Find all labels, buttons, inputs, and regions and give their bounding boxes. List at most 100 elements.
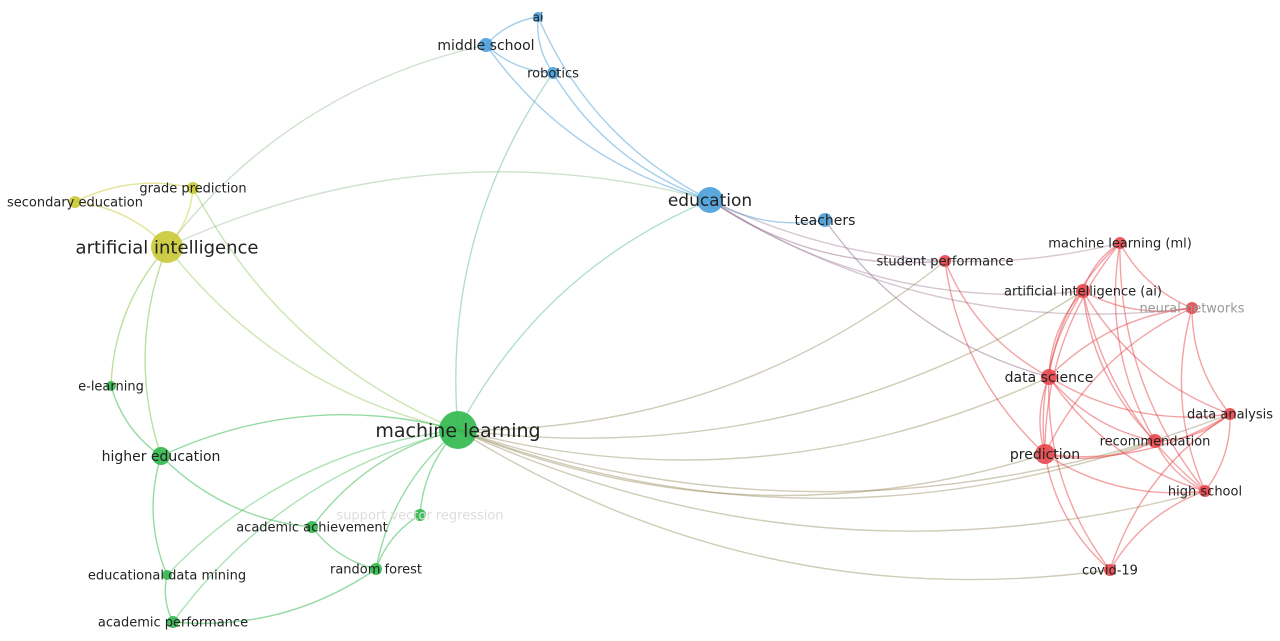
nodes — [69, 12, 1236, 628]
node-label-machine-learning[interactable]: machine learning — [375, 420, 540, 442]
node-label-data-science[interactable]: data science — [1005, 370, 1094, 386]
node-label-robotics[interactable]: robotics — [527, 67, 579, 82]
node-recommendation[interactable] — [1148, 434, 1162, 448]
node-label-academic-achievement[interactable]: academic achievement — [236, 521, 388, 536]
link-data-analysis-covid-19 — [1109, 413, 1231, 571]
link-artificial-intelligence-ai--recommendation — [1082, 290, 1156, 442]
node-label-artificial-intelligence[interactable]: artificial intelligence — [76, 237, 259, 258]
node-label-higher-education[interactable]: higher education — [102, 449, 221, 465]
node-label-educational-data-mining[interactable]: educational data mining — [88, 569, 246, 584]
link-artificial-intelligence-ai--high-school — [1082, 290, 1206, 492]
link-robotics-education — [552, 72, 711, 201]
link-prediction-high-school — [1044, 453, 1206, 494]
node-label-high-school[interactable]: high school — [1168, 485, 1242, 500]
link-prediction-recommendation — [1044, 440, 1156, 460]
link-data-science-recommendation — [1048, 376, 1156, 442]
node-label-grade-prediction[interactable]: grade prediction — [139, 182, 246, 197]
link-machine-learning-ml--prediction — [1044, 242, 1121, 455]
link-neural-networks-prediction — [1044, 307, 1193, 455]
node-label-random-forest[interactable]: random forest — [330, 563, 422, 578]
node-label-artificial-intelligence-ai-[interactable]: artificial intelligence (ai) — [1004, 285, 1162, 300]
node-e-learning[interactable] — [106, 381, 116, 391]
link-data-science-data-analysis — [1048, 376, 1231, 418]
link-high-school-data-analysis — [1204, 413, 1231, 492]
node-academic-performance[interactable] — [167, 616, 179, 628]
link-machine-learning-educational-data-mining — [166, 429, 459, 576]
node-random-forest[interactable] — [370, 563, 382, 575]
link-academic-achievement-random-forest — [311, 526, 377, 570]
node-machine-learning[interactable] — [439, 411, 477, 449]
node-label-machine-learning-ml-[interactable]: machine learning (ml) — [1048, 237, 1192, 252]
link-grade-prediction-secondary-education — [74, 182, 194, 203]
node-machine-learning-ml-[interactable] — [1114, 237, 1126, 249]
node-prediction[interactable] — [1035, 444, 1055, 464]
link-higher-education-academic-achievement — [160, 455, 313, 528]
link-grade-prediction-machine-learning — [192, 187, 459, 431]
node-label-prediction[interactable]: prediction — [1010, 447, 1080, 463]
link-artificial-intelligence-e-learning — [110, 246, 168, 387]
link-education-teachers — [709, 199, 826, 224]
link-machine-learning-prediction — [457, 429, 1046, 497]
link-machine-learning-ml--data-science — [1048, 242, 1121, 378]
link-artificial-intelligence-machine-learning — [166, 246, 459, 431]
node-student-performance[interactable] — [939, 255, 951, 267]
node-label-recommendation[interactable]: recommendation — [1100, 435, 1211, 450]
node-middle-school[interactable] — [479, 38, 493, 52]
link-neural-networks-data-science — [1048, 307, 1193, 378]
node-teachers[interactable] — [818, 213, 832, 227]
node-label-neural-networks[interactable]: neural networks — [1139, 302, 1244, 317]
link-machine-learning-high-school — [457, 429, 1206, 532]
link-education-student-performance — [709, 199, 946, 264]
link-machine-learning-data-science — [457, 376, 1050, 461]
node-data-science[interactable] — [1041, 369, 1057, 385]
link-machine-learning-academic-performance — [172, 429, 459, 623]
node-education[interactable] — [697, 187, 723, 213]
node-label-teachers[interactable]: teachers — [795, 213, 856, 229]
node-label-e-learning[interactable]: e-learning — [78, 380, 144, 395]
link-artificial-intelligence-higher-education — [144, 246, 168, 457]
link-neural-networks-data-analysis — [1191, 307, 1231, 415]
node-artificial-intelligence-ai-[interactable] — [1076, 284, 1090, 298]
node-label-covid-19[interactable]: covid-19 — [1082, 564, 1138, 579]
link-academic-performance-random-forest — [172, 568, 377, 625]
link-prediction-data-analysis — [1044, 413, 1231, 458]
link-machine-learning-covid-19 — [457, 429, 1111, 581]
node-label-middle-school[interactable]: middle school — [437, 38, 534, 54]
link-teachers-data-science — [824, 219, 1050, 378]
node-label-data-analysis[interactable]: data analysis — [1187, 408, 1273, 423]
node-label-ai[interactable]: ai — [533, 10, 544, 24]
node-grade-prediction[interactable] — [187, 182, 199, 194]
node-higher-education[interactable] — [152, 447, 170, 465]
node-academic-achievement[interactable] — [306, 521, 318, 533]
link-education-machine-learning — [457, 199, 711, 431]
node-label-student-performance[interactable]: student performance — [876, 255, 1013, 270]
node-educational-data-mining[interactable] — [162, 570, 172, 580]
node-support-vector-regression[interactable] — [414, 509, 426, 521]
link-machine-learning-academic-achievement — [311, 429, 459, 528]
node-label-support-vector-regression[interactable]: support vector regression — [336, 509, 503, 524]
node-label-education[interactable]: education — [668, 191, 752, 211]
link-middle-school-education — [485, 44, 711, 201]
link-e-learning-higher-education — [110, 385, 162, 457]
link-support-vector-regression-random-forest — [375, 514, 421, 570]
link-machine-learning-ml--high-school — [1119, 242, 1206, 492]
node-label-secondary-education[interactable]: secondary education — [7, 196, 143, 211]
node-secondary-education[interactable] — [69, 196, 81, 208]
link-machine-learning-higher-education — [160, 414, 459, 457]
node-robotics[interactable] — [547, 67, 559, 79]
node-high-school[interactable] — [1199, 485, 1211, 497]
node-neural-networks[interactable] — [1186, 302, 1198, 314]
link-neural-networks-high-school — [1180, 307, 1206, 492]
node-artificial-intelligence[interactable] — [151, 231, 183, 263]
node-covid-19[interactable] — [1104, 564, 1116, 576]
node-ai[interactable] — [533, 12, 543, 22]
link-middle-school-artificial-intelligence — [166, 44, 487, 248]
link-student-performance-data-science — [944, 260, 1050, 378]
node-label-academic-performance[interactable]: academic performance — [98, 616, 248, 631]
node-data-analysis[interactable] — [1224, 408, 1236, 420]
link-prediction-covid-19 — [1044, 453, 1111, 571]
labels: ai middle school robotics education teachers… — [7, 10, 1273, 630]
link-education-artificial-intelligence-ai- — [709, 199, 1084, 296]
